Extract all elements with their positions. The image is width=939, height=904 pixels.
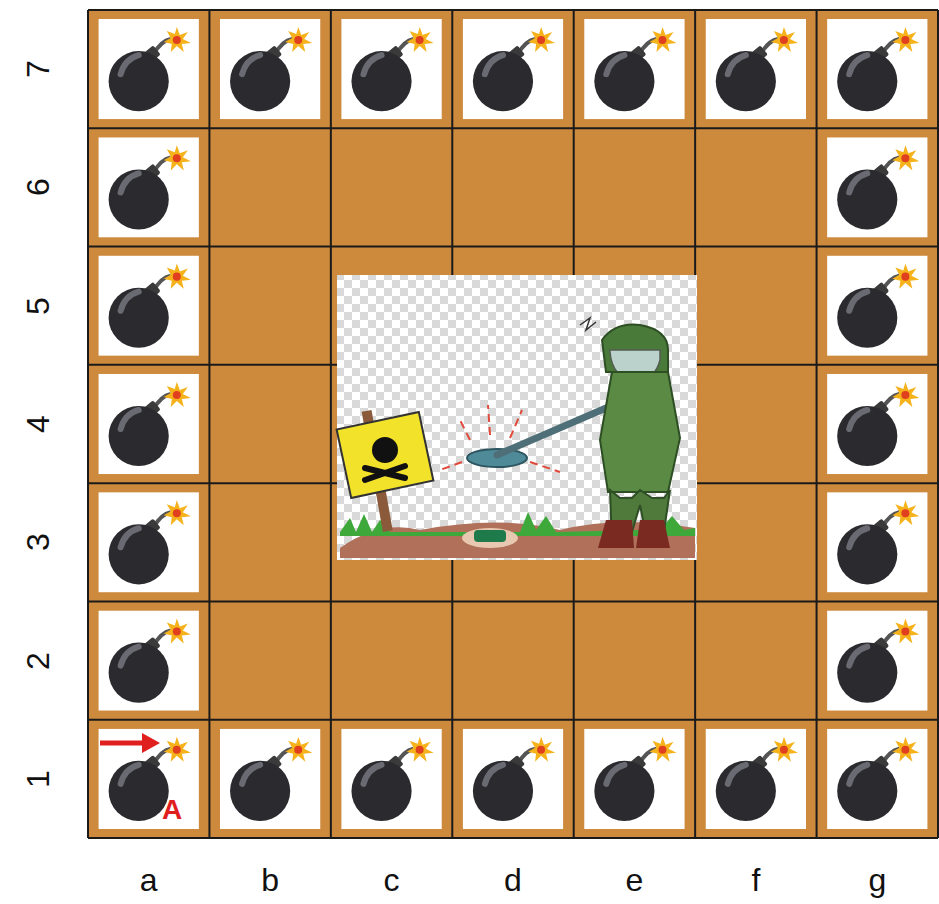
grid-line (88, 719, 938, 721)
rank-label: 5 (22, 297, 54, 315)
grid-line (88, 246, 938, 248)
grid-line (88, 837, 938, 839)
file-label: b (261, 864, 279, 896)
grid-line (208, 10, 210, 838)
file-label: c (384, 864, 400, 896)
bomb-icon (463, 729, 563, 829)
bomb-icon (706, 19, 806, 119)
file-label: g (868, 864, 886, 896)
mine-illustration (337, 275, 697, 560)
bomb-icon (584, 729, 684, 829)
bomb-icon (220, 19, 320, 119)
square-marker: A (162, 796, 182, 824)
rank-label: 6 (22, 179, 54, 197)
bomb-icon (584, 19, 684, 119)
grid-line (88, 127, 938, 129)
bomb-icon (827, 374, 927, 474)
bomb-icon (99, 19, 199, 119)
grid-line (816, 10, 818, 838)
bomb-icon (99, 256, 199, 356)
grid-line (88, 9, 938, 11)
bomb-icon (463, 19, 563, 119)
bomb-icon (827, 19, 927, 119)
bomb-icon (99, 137, 199, 237)
bomb-icon (827, 610, 927, 710)
bomb-icon (827, 729, 927, 829)
bomb-icon (706, 729, 806, 829)
rank-label: 7 (22, 60, 54, 78)
bomb-icon (99, 610, 199, 710)
bomb-icon (99, 374, 199, 474)
bomb-icon (99, 492, 199, 592)
grid-line (937, 10, 939, 838)
bomb-icon (99, 729, 199, 829)
grid-line (87, 10, 89, 838)
file-label: e (626, 864, 644, 896)
file-label: a (140, 864, 158, 896)
rank-label: 3 (22, 533, 54, 551)
bomb-icon (341, 729, 441, 829)
rank-label: 4 (22, 415, 54, 433)
bomb-icon (827, 256, 927, 356)
grid-line (88, 600, 938, 602)
bomb-icon (220, 729, 320, 829)
rank-label: 2 (22, 652, 54, 670)
grid-line (330, 10, 332, 838)
rank-label: 1 (22, 770, 54, 788)
file-label: f (751, 864, 760, 896)
file-label: d (504, 864, 522, 896)
bomb-icon (827, 492, 927, 592)
bomb-icon (827, 137, 927, 237)
bomb-icon (341, 19, 441, 119)
red-arrow (100, 733, 160, 753)
